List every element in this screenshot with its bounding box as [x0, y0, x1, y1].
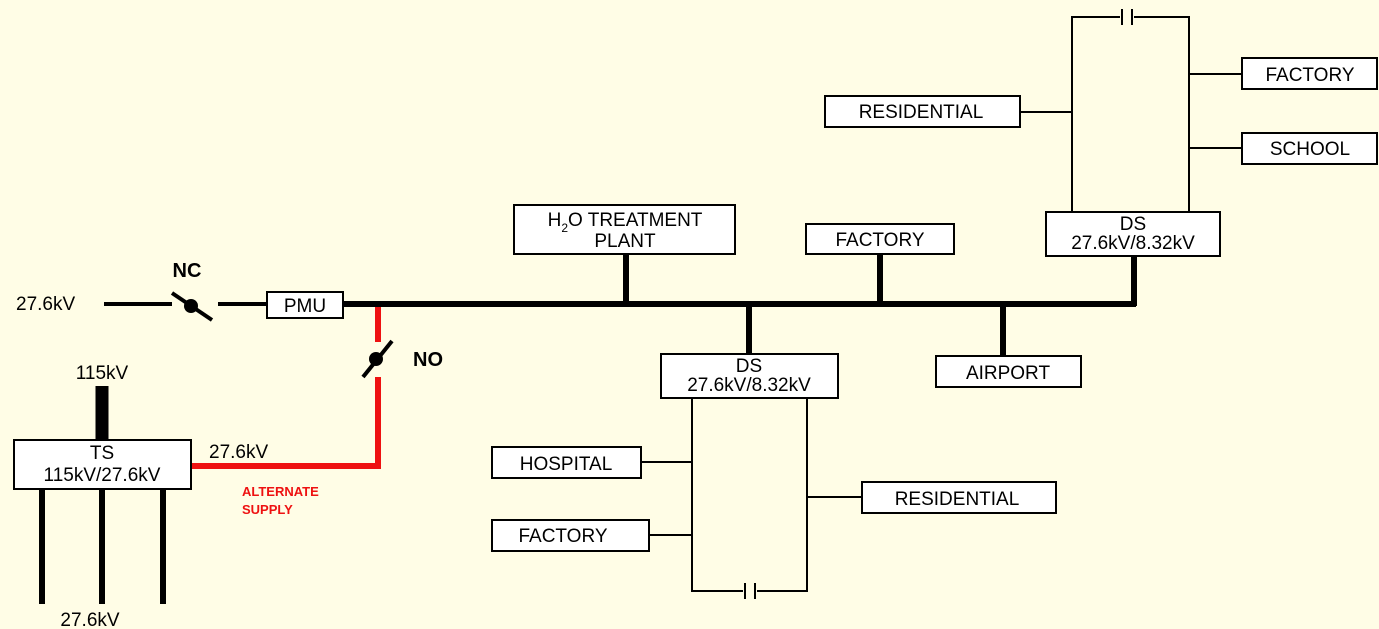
- factory-right-box: [1241, 57, 1378, 90]
- factory-right-label: FACTORY: [1265, 65, 1354, 86]
- residential-top-label: RESIDENTIAL: [859, 102, 984, 123]
- hospital-box: [491, 446, 642, 479]
- airport-label: AIRPORT: [966, 363, 1051, 384]
- h2o-treatment-label-1: H2O TREATMENT: [548, 210, 703, 235]
- residential-right-label: RESIDENTIAL: [895, 489, 1020, 510]
- alternate-supply-line: [191, 377, 381, 469]
- source-voltage-label: 27.6kV: [16, 294, 75, 315]
- nc-label: NC: [173, 260, 202, 282]
- ts-output-voltage-label: 27.6kV: [209, 442, 268, 463]
- pmu-label: PMU: [284, 296, 326, 317]
- ts-rating-label: 115kV/27.6kV: [44, 465, 161, 486]
- ts-name-label: TS: [90, 443, 114, 464]
- ds2-rating-label: 27.6kV/8.32kV: [1071, 233, 1195, 254]
- school-box: [1241, 132, 1378, 165]
- no-switch-icon: [361, 339, 394, 379]
- h2o-treatment-box: [513, 204, 736, 255]
- residential-right-box: [861, 481, 1057, 514]
- alternate-supply-label-1: ALTERNATE: [242, 484, 319, 499]
- airport-box: [935, 355, 1082, 388]
- alternate-supply-label-2: SUPPLY: [242, 502, 293, 517]
- factory-top-box: [805, 223, 955, 255]
- nc-switch-icon: [170, 291, 214, 322]
- factory-bottom-box: [491, 519, 650, 552]
- ds1-rating-label: 27.6kV/8.32kV: [687, 375, 811, 396]
- ds1-box: [660, 353, 839, 399]
- ds2-name-label: DS: [1120, 214, 1146, 235]
- h2o-treatment-label-2: PLANT: [594, 231, 656, 252]
- ts-input-voltage-label: 115kV: [76, 363, 129, 384]
- hospital-label: HOSPITAL: [520, 454, 613, 475]
- ds1-name-label: DS: [736, 356, 762, 377]
- factory-top-label: FACTORY: [835, 230, 924, 251]
- ts-bottom-voltage-label: 27.6kV: [60, 610, 119, 629]
- school-label: SCHOOL: [1270, 139, 1350, 160]
- ds2-box: [1045, 211, 1221, 257]
- pmu-box: [266, 291, 344, 319]
- ds2-secondary-loop: [1020, 9, 1242, 212]
- factory-bottom-label: FACTORY: [518, 526, 607, 547]
- no-label: NO: [413, 349, 443, 371]
- ds1-secondary-loop: [641, 398, 862, 599]
- residential-top-box: [824, 95, 1021, 128]
